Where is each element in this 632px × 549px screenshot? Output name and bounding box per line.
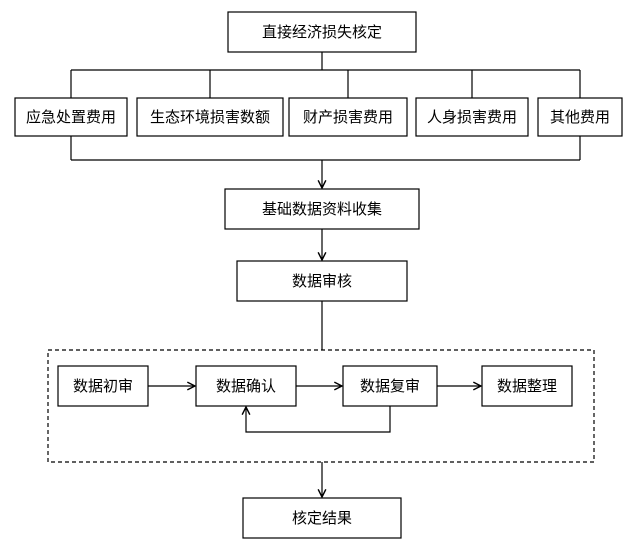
category-label: 应急处置费用	[26, 108, 116, 126]
category-label: 人身损害费用	[427, 108, 517, 126]
process-node-organize: 数据整理	[481, 365, 573, 407]
result-label: 核定结果	[292, 509, 352, 527]
arrow-feedback-loop	[246, 406, 391, 433]
bottom-bracket	[70, 136, 581, 188]
category-node-ecological: 生态环境损害数额	[136, 97, 284, 137]
review-node: 数据审核	[236, 260, 408, 302]
category-node-personal: 人身损害费用	[415, 97, 529, 137]
process-node-initial-review: 数据初审	[57, 365, 149, 407]
top-node-label: 直接经济损失核定	[262, 23, 382, 41]
process-label: 数据整理	[497, 377, 557, 395]
category-node-other: 其他费用	[537, 97, 623, 137]
collect-node: 基础数据资料收集	[224, 188, 420, 230]
process-node-confirm: 数据确认	[195, 365, 297, 407]
collect-label: 基础数据资料收集	[262, 200, 382, 218]
review-label: 数据审核	[292, 272, 352, 290]
category-label: 财产损害费用	[303, 108, 393, 126]
result-node: 核定结果	[242, 497, 402, 539]
process-label: 数据确认	[216, 377, 276, 395]
top-node: 直接经济损失核定	[227, 11, 417, 53]
category-label: 生态环境损害数额	[150, 108, 270, 126]
category-label: 其他费用	[550, 108, 610, 126]
process-container	[47, 349, 595, 463]
top-bracket	[70, 52, 581, 98]
category-node-emergency: 应急处置费用	[14, 97, 128, 137]
category-node-property: 财产损害费用	[288, 97, 408, 137]
process-node-recheck: 数据复审	[342, 365, 438, 407]
process-label: 数据复审	[360, 377, 420, 395]
process-label: 数据初审	[73, 377, 133, 395]
